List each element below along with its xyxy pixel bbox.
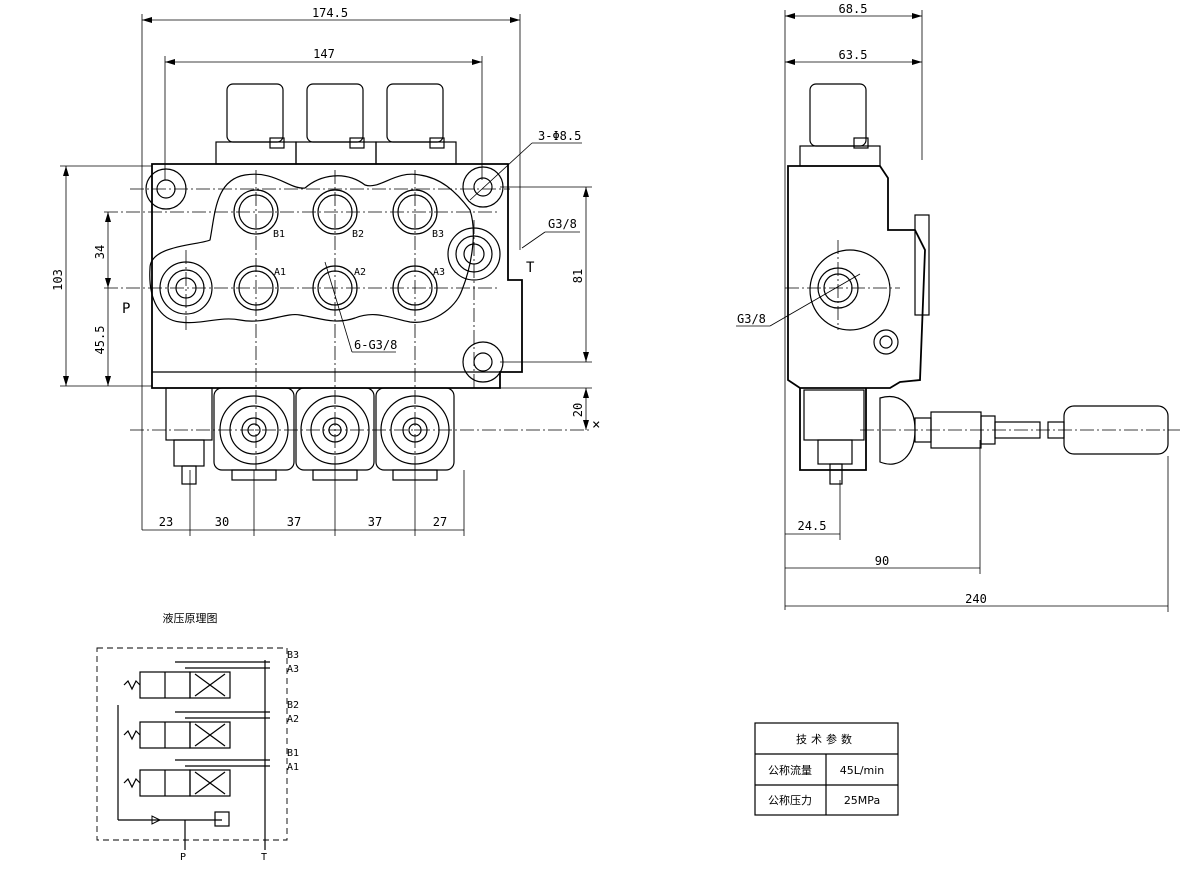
dim-right-height: 81 <box>571 269 585 283</box>
dim-top-outer: 174.5 <box>312 6 348 20</box>
dim-left-height: 103 <box>51 269 65 291</box>
schematic-port-a1: A1 <box>287 762 299 773</box>
dim-bottom-5: 27 <box>433 515 447 529</box>
port-label-b2: B2 <box>352 229 364 240</box>
port-label-b1: B1 <box>273 229 285 240</box>
work-port-note: 6-G3/8 <box>354 338 397 352</box>
dim-left-lower: 45.5 <box>93 326 107 355</box>
dim-left-upper: 34 <box>93 245 107 259</box>
table-row-1-value: 45L/min <box>840 764 885 777</box>
schematic-port-a2: A2 <box>287 714 299 725</box>
side-dim-bottom-small: 24.5 <box>798 519 827 533</box>
dim-top-inner: 147 <box>313 47 335 61</box>
cross-mark: × <box>592 417 600 433</box>
schematic-port-t: T <box>261 852 267 863</box>
top-caps <box>215 83 457 165</box>
dim-bottom-4: 37 <box>368 515 382 529</box>
schematic-port-b2: B2 <box>287 700 299 711</box>
schematic-port-b1: B1 <box>287 748 299 759</box>
valve-section-2 <box>123 711 270 749</box>
valve-section-3 <box>123 661 270 699</box>
table-row-1-name: 公称流量 <box>768 763 812 777</box>
side-dim-top-inner: 63.5 <box>839 48 868 62</box>
port-label-a3: A3 <box>433 267 445 278</box>
table-title: 技术参数 <box>796 732 856 746</box>
spool-sections <box>165 387 455 485</box>
schematic-port-a3: A3 <box>287 664 299 675</box>
label-p: P <box>122 301 130 317</box>
side-port-thread: G3/8 <box>737 312 766 326</box>
front-view: 174.5 147 <box>51 6 600 536</box>
label-t: T <box>526 260 535 276</box>
port-label-a2: A2 <box>354 267 366 278</box>
side-dim-bottom-total: 240 <box>965 592 987 606</box>
tech-params-table: 技术参数 公称流量 45L/min 公称压力 25MPa <box>754 722 899 816</box>
port-label-b3: B3 <box>432 229 444 240</box>
table-row-2-value: 25MPa <box>844 794 880 807</box>
port-t-thread: G3/8 <box>548 217 577 231</box>
schematic-title: 液压原理图 <box>163 611 218 625</box>
dim-right-offset: 20 <box>571 403 585 417</box>
work-ports <box>159 189 501 315</box>
port-label-a1: A1 <box>274 267 286 278</box>
table-row-2-name: 公称压力 <box>768 793 812 807</box>
dim-bottom-1: 23 <box>159 515 173 529</box>
side-dim-bottom-mid: 90 <box>875 554 889 568</box>
side-dim-top-outer: 68.5 <box>839 2 868 16</box>
schematic-port-b3: B3 <box>287 650 299 661</box>
hydraulic-schematic: 液压原理图 <box>96 611 299 863</box>
dim-bottom-3: 37 <box>287 515 301 529</box>
valve-section-1 <box>123 759 270 797</box>
side-view: 68.5 63.5 G3/8 24.5 <box>736 2 1180 612</box>
schematic-port-p: P <box>180 852 186 863</box>
mount-hole-note: 3-Φ8.5 <box>538 129 581 143</box>
dim-bottom-2: 30 <box>215 515 229 529</box>
